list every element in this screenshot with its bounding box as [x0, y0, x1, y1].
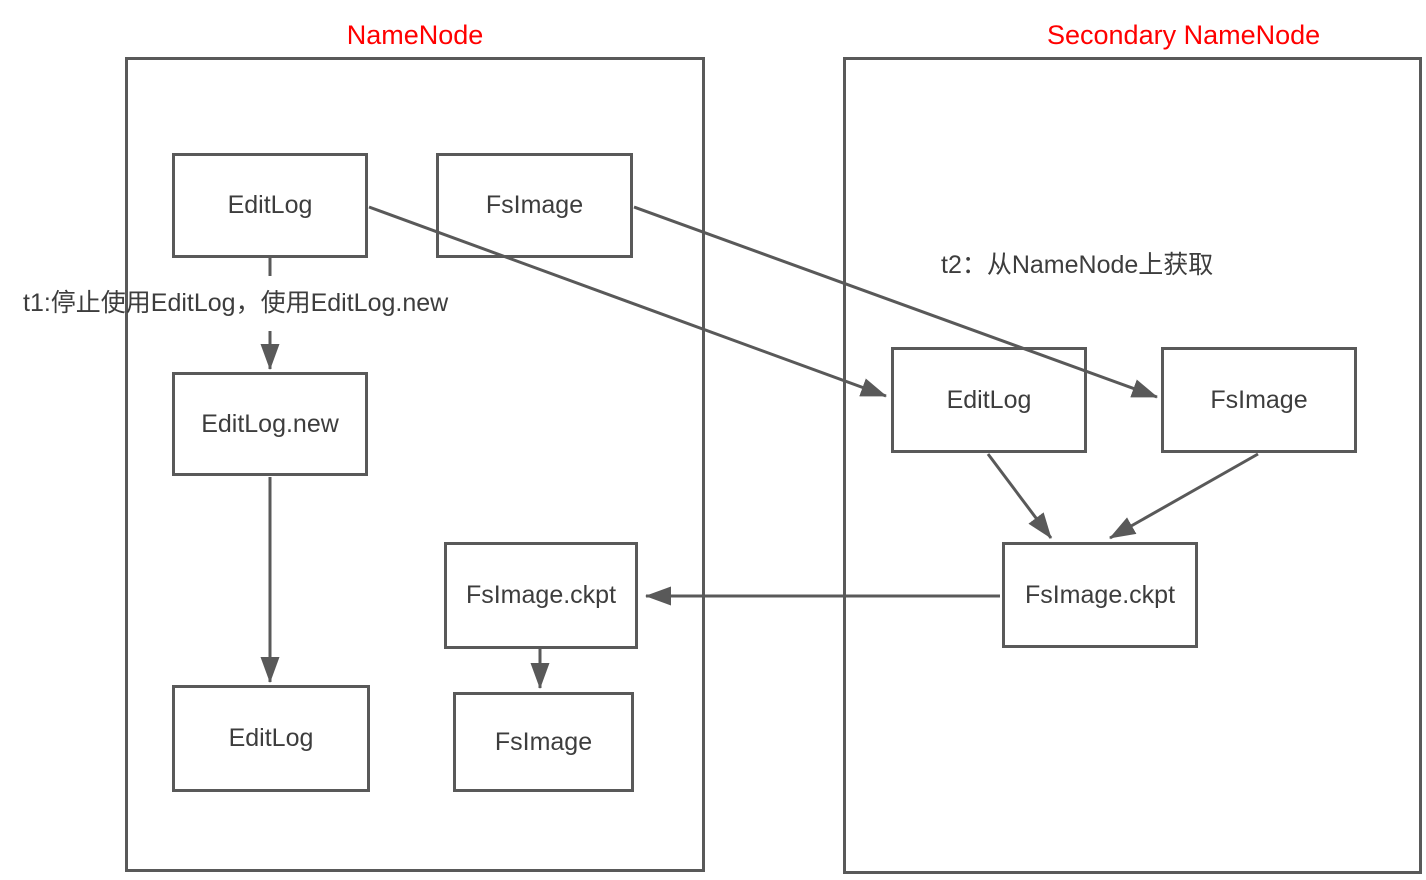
namenode-title: NameNode: [346, 20, 484, 50]
node-label: FsImage: [494, 727, 593, 756]
secondary-namenode-title: Secondary NameNode: [1047, 20, 1321, 50]
node-editlog-secondary: EditLog: [891, 347, 1087, 453]
t1-annotation: t1:停止使用EditLog，使用EditLog.new: [23, 289, 449, 317]
node-label: FsImage.ckpt: [465, 581, 617, 609]
node-label: EditLog: [946, 385, 1032, 414]
node-editlog-namenode-top: EditLog: [172, 153, 368, 258]
node-fsimage-namenode-bottom: FsImage: [453, 692, 634, 792]
t2-annotation: t2：从NameNode上获取: [941, 251, 1214, 279]
node-editlog-namenode-bottom: EditLog: [172, 685, 370, 792]
namenode-container: [125, 57, 705, 872]
node-label: FsImage: [485, 191, 584, 219]
node-label: FsImage: [1210, 385, 1308, 414]
secondary-namenode-container: [843, 57, 1422, 874]
node-label: EditLog.new: [201, 409, 339, 438]
node-fsimage-ckpt-secondary: FsImage.ckpt: [1002, 542, 1198, 648]
node-fsimage-secondary: FsImage: [1161, 347, 1357, 453]
node-label: EditLog: [227, 191, 313, 219]
node-label: FsImage.ckpt: [1024, 580, 1176, 609]
node-label: EditLog: [228, 724, 314, 752]
node-editlog-new: EditLog.new: [172, 372, 368, 476]
node-fsimage-namenode-top: FsImage: [436, 153, 633, 258]
node-fsimage-ckpt-namenode: FsImage.ckpt: [444, 542, 638, 649]
